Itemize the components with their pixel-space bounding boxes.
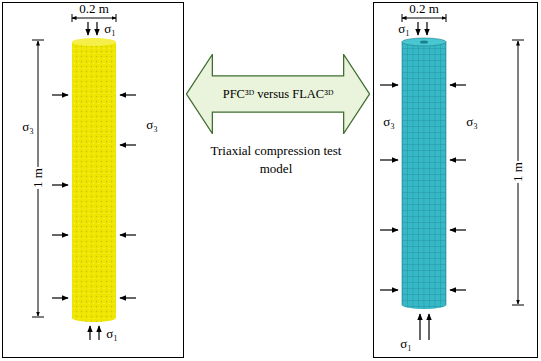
load-arrows xyxy=(52,22,466,340)
arrow-shape xyxy=(187,55,370,134)
figure-label: σ₁ xyxy=(397,22,411,36)
figure-label: σ₃ xyxy=(465,115,479,129)
figure-label: 1 m xyxy=(511,161,525,183)
figure-label: 0.2 m xyxy=(78,2,110,16)
dimension-lines xyxy=(32,14,524,317)
figure-label: σ₁ xyxy=(105,327,119,341)
figure-label: σ₃ xyxy=(382,115,396,129)
arrow-text: PFC³ᴰ versus FLAC³ᴰ xyxy=(223,87,334,102)
figure-label: 1 m xyxy=(31,167,45,189)
mesh-specimen xyxy=(402,38,446,309)
figure-label: 0.2 m xyxy=(408,2,440,16)
figure-label: σ₃ xyxy=(145,118,159,132)
figure-label: σ₁ xyxy=(399,337,413,351)
panel-frame xyxy=(3,3,184,358)
double-arrow: PFC³ᴰ versus FLAC³ᴰ xyxy=(186,54,370,134)
particle-specimen xyxy=(72,38,116,322)
figure-label: σ₃ xyxy=(21,120,35,134)
panel-frame xyxy=(374,3,538,358)
figure-label: σ₁ xyxy=(103,22,117,36)
caption-label: Triaxial compression test model xyxy=(200,142,352,177)
